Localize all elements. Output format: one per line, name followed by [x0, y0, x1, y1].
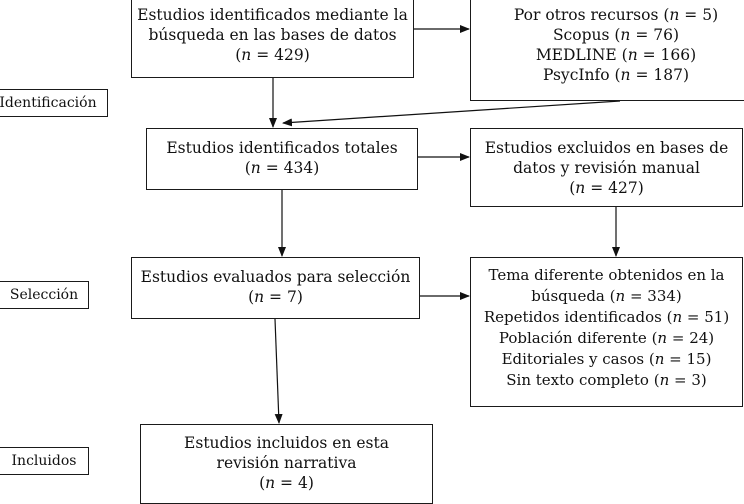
reason-label: búsqueda: [531, 287, 605, 305]
stage-label-included: Incluidos: [0, 447, 89, 475]
n-symbol: n: [250, 159, 261, 177]
stage-label-selection: Selección: [0, 281, 89, 309]
equals-symbol: =: [625, 287, 648, 305]
n-symbol: n: [615, 287, 626, 305]
reason-label: Población diferente: [498, 329, 647, 347]
equals-symbol: =: [664, 350, 687, 368]
equals-symbol: =: [630, 26, 654, 44]
source-label: MEDLINE: [535, 46, 617, 64]
n-symbol: n: [627, 46, 638, 64]
box-count: (n = 427): [569, 179, 644, 197]
box-total-identified: Estudios identificados totales (n = 434): [146, 128, 418, 190]
equals-symbol: =: [667, 329, 690, 347]
n-symbol: n: [620, 66, 631, 84]
box-count: (n = 4): [259, 474, 314, 492]
n-symbol: n: [575, 179, 586, 197]
reason-item: Repetidos identificados (n = 51): [483, 308, 730, 326]
count-value: 3: [691, 371, 701, 389]
reason-item: Editoriales y casos (n = 15): [501, 350, 712, 368]
box-text-line: Estudios incluidos en esta: [184, 434, 389, 452]
n-symbol: n: [669, 6, 680, 24]
n-symbol: n: [654, 350, 665, 368]
stage-label-identification: Identificación: [0, 89, 108, 117]
count-value: 5: [702, 6, 713, 24]
reason-item: Sin texto completo (n = 3): [506, 371, 707, 389]
equals-symbol: =: [679, 6, 703, 24]
source-item: MEDLINE (n = 166): [535, 46, 697, 64]
box-text-line: Estudios identificados mediante la: [137, 6, 408, 24]
equals-symbol: =: [251, 46, 275, 64]
box-screened: Estudios evaluados para selección (n = 7…: [131, 257, 420, 319]
count-value: 24: [689, 329, 709, 347]
count-value: 166: [660, 46, 691, 64]
count-value: 15: [686, 350, 706, 368]
box-count: (n = 434): [244, 159, 320, 177]
reason-label: Sin texto completo: [506, 371, 649, 389]
n-symbol: n: [672, 308, 683, 326]
equals-symbol: =: [637, 46, 661, 64]
equals-symbol: =: [630, 66, 654, 84]
source-item: Scopus (n = 76): [552, 26, 680, 44]
arrow-other-to-total: [282, 100, 621, 127]
count-value: 434: [283, 159, 314, 177]
reason-text-line: Tema diferente obtenidos en la: [488, 266, 725, 284]
reason-label: Editoriales y casos: [501, 350, 645, 368]
box-text-line: Estudios evaluados para selección: [140, 268, 411, 286]
equals-symbol: =: [585, 179, 609, 197]
equals-symbol: =: [260, 159, 284, 177]
box-text-line: Estudios identificados totales: [166, 139, 398, 157]
equals-symbol: =: [682, 308, 705, 326]
n-symbol: n: [241, 46, 252, 64]
n-symbol: n: [254, 288, 265, 306]
arrow-screened-to-included: [274, 318, 283, 424]
box-count: (n = 429): [235, 46, 310, 64]
box-text-line: Estudios excluidos en bases de: [484, 139, 729, 157]
count-value: 334: [647, 287, 676, 305]
flow-arrows: [269, 25, 621, 424]
box-exclusion-reasons: Tema diferente obtenidos en la búsqueda …: [470, 257, 743, 407]
box-included: Estudios incluidos en esta revisión narr…: [140, 424, 433, 504]
source-label: Por otros recursos: [513, 6, 659, 24]
count-value: 187: [653, 66, 683, 84]
stage-label-text: Incluidos: [11, 453, 77, 469]
count-value: 51: [704, 308, 724, 326]
count-value: 76: [653, 26, 673, 44]
box-other-sources: Por otros recursos (n = 5) Scopus (n = 7…: [470, 0, 744, 101]
source-item: Por otros recursos (n = 5): [513, 6, 719, 24]
box-database-search: Estudios identificados mediante la búsqu…: [131, 0, 414, 78]
source-item: PsycInfo (n = 187): [542, 66, 690, 84]
equals-symbol: =: [669, 371, 692, 389]
source-label: Scopus: [552, 26, 610, 44]
n-symbol: n: [657, 329, 668, 347]
equals-symbol: =: [275, 474, 298, 492]
n-symbol: n: [620, 26, 631, 44]
equals-symbol: =: [264, 288, 287, 306]
box-text-line: revisión narrativa: [216, 454, 357, 472]
source-label: PsycInfo: [542, 66, 610, 84]
n-symbol: n: [659, 371, 670, 389]
box-text-line: datos y revisión manual: [513, 159, 700, 177]
count-value: 4: [297, 474, 308, 492]
stage-label-text: Identificación: [0, 95, 97, 111]
reason-item: búsqueda (n = 334): [531, 287, 682, 305]
n-symbol: n: [265, 474, 276, 492]
count-value: 7: [286, 288, 297, 306]
count-value: 429: [274, 46, 304, 64]
box-text-line: búsqueda en las bases de datos: [148, 26, 397, 44]
box-count: (n = 7): [248, 288, 303, 306]
reason-item: Población diferente (n = 24): [498, 329, 715, 347]
box-excluded: Estudios excluidos en bases de datos y r…: [470, 128, 743, 207]
reason-label: Repetidos identificados: [483, 308, 662, 326]
stage-label-text: Selección: [9, 287, 79, 303]
count-value: 427: [608, 179, 638, 197]
